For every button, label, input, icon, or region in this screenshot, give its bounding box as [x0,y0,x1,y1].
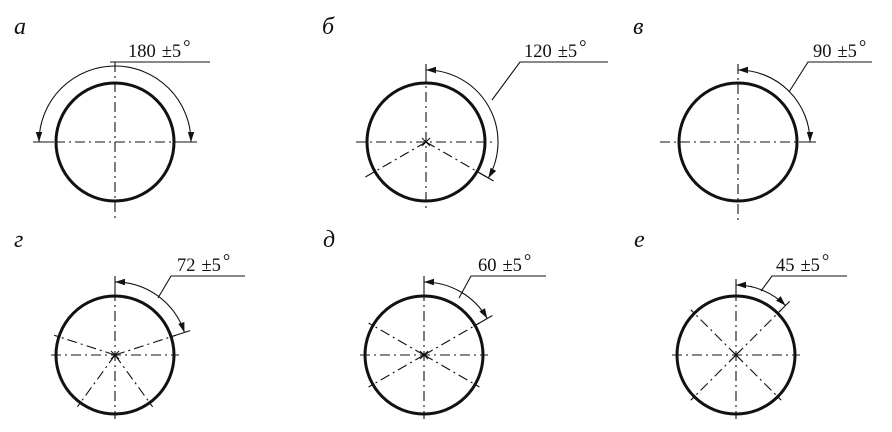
degree-sign: ° [223,252,230,272]
arrow-head [776,296,786,306]
angle-value: 60 [478,256,497,276]
division-ray [368,322,425,356]
arrow-head [426,66,436,74]
leader-line [157,275,245,299]
panel-a-drawing [33,61,210,222]
panel-b: б 120 ±5° [322,14,608,212]
division-ray [114,354,154,408]
arrow-head [479,308,488,319]
arrow-head [424,278,434,286]
center-mark [419,350,429,360]
panel-v: в 90 ±5° [633,14,872,220]
center-mark [731,350,741,360]
division-ray [76,354,116,408]
angle-value: 120 [524,42,552,62]
extension-line [478,172,494,182]
panel-label-v: в [633,14,643,40]
panel-v-drawing [660,61,872,220]
circle-outline [54,81,176,203]
tolerance: ±5 [838,42,857,62]
panel-label-b: б [322,14,335,40]
panel-label-e: е [634,227,645,253]
degree-sign: ° [183,38,190,58]
division-ray [425,141,487,178]
panel-d-drawing [360,275,546,419]
tolerance: ±5 [801,256,820,276]
panel-g-drawing [51,275,245,419]
dimension-label-a: 180 ±5° [128,38,191,62]
arrow-head [115,278,125,286]
arrow-head [187,132,195,142]
dimension-arc [737,69,811,143]
arrow-head [738,66,748,74]
division-ray [690,309,737,356]
division-ray [114,334,177,356]
dimension-label-g: 72 ±5° [177,252,230,276]
tolerance: ±5 [162,42,181,62]
panel-label-a: а [14,14,26,40]
angle-value: 45 [776,256,795,276]
extension-line [778,300,791,313]
dimension-label-e: 45 ±5° [776,252,829,276]
degree-sign: ° [822,252,829,272]
circle-outline [363,294,485,416]
angle-value: 90 [813,42,832,62]
panel-label-d: д [323,227,335,253]
degree-sign: ° [579,38,586,58]
circle-outline [675,294,797,416]
angle-value: 180 [128,42,156,62]
division-ray [735,309,782,356]
panel-d: д 60 ±5° [323,227,546,419]
center-mark [110,350,120,360]
arrow-head [35,132,43,142]
degree-sign: ° [859,38,866,58]
panel-label-g: г [14,227,23,253]
dimension-label-v: 90 ±5° [813,38,866,62]
arrow-head [806,132,814,142]
circle-outline [365,81,487,203]
arrow-head [178,321,185,333]
division-ray [735,354,782,401]
division-ray [690,354,737,401]
tolerance: ±5 [202,256,221,276]
division-ray [365,141,427,178]
panel-g: г 72 ±5° [14,227,245,419]
dimension-arc [114,281,185,333]
circle-outline [677,81,799,203]
division-ray [53,334,116,356]
leader-line [491,61,608,101]
center-mark [421,137,431,147]
leader-line [788,61,872,93]
division-ray [423,354,480,388]
extension-line [172,330,191,337]
angle-value: 72 [177,256,196,276]
tolerance: ±5 [503,256,522,276]
degree-sign: ° [524,252,531,272]
division-ray [368,354,425,388]
arrow-head [488,167,497,178]
panel-a: а 180 ±5° [14,14,210,222]
panel-b-drawing [356,61,608,212]
leader-line [458,275,546,299]
leader-line [760,275,847,292]
division-ray [423,322,480,356]
tolerance: ±5 [558,42,577,62]
circle-outline [54,294,176,416]
dimension-arc [423,281,488,319]
panel-e-drawing [672,275,847,419]
dimension-label-b: 120 ±5° [524,38,587,62]
dimension-label-d: 60 ±5° [478,252,531,276]
extension-line [476,315,493,325]
arrow-head [736,281,746,289]
panel-e: е 45 ±5° [634,227,847,419]
dimension-arc [425,69,499,179]
dimension-arc [38,65,192,143]
